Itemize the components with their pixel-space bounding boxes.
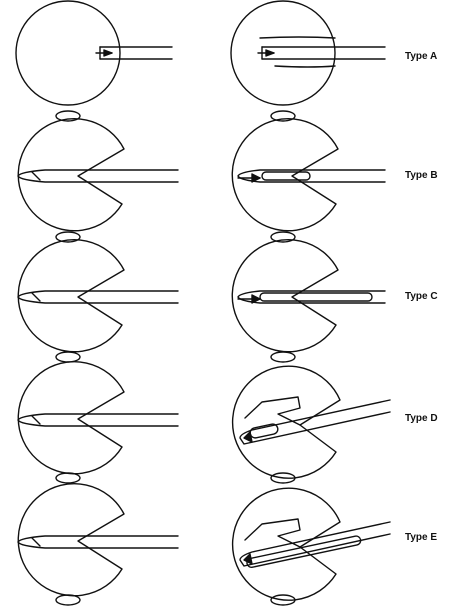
needle bbox=[17, 413, 179, 427]
eye-lens bbox=[270, 110, 296, 122]
dissection-plane bbox=[259, 36, 336, 39]
row-a-right-eye bbox=[230, 0, 386, 122]
eye-lens bbox=[270, 472, 296, 484]
type-b-label: Type B bbox=[405, 170, 438, 181]
row-e-left-eye bbox=[17, 483, 179, 606]
eye-lens bbox=[55, 594, 81, 606]
row-c-left-eye bbox=[17, 239, 179, 363]
needle bbox=[239, 521, 391, 569]
eye-lens bbox=[55, 472, 81, 484]
needle bbox=[17, 169, 179, 183]
eye-globe bbox=[231, 118, 339, 232]
eye-lens bbox=[270, 231, 296, 243]
eye-lens bbox=[270, 594, 296, 606]
eye-globe bbox=[231, 365, 341, 479]
eye-globe bbox=[17, 483, 125, 597]
eye-globe bbox=[231, 239, 339, 353]
row-a-left-eye bbox=[15, 0, 173, 122]
row-b-left-eye bbox=[17, 118, 179, 243]
needle bbox=[17, 535, 179, 549]
needle bbox=[237, 169, 386, 183]
eye-globe bbox=[17, 239, 125, 353]
eye-lens bbox=[55, 351, 81, 363]
type-c-label: Type C bbox=[405, 291, 438, 302]
needle bbox=[237, 290, 386, 304]
eye-lens bbox=[270, 351, 296, 363]
needle bbox=[95, 46, 173, 60]
type-d-label: Type D bbox=[405, 413, 438, 424]
eye-globe bbox=[15, 0, 121, 106]
row-e-right-eye bbox=[231, 487, 391, 606]
row-d-left-eye bbox=[17, 361, 179, 484]
row-c-right-eye bbox=[231, 239, 386, 363]
type-a-label: Type A bbox=[405, 51, 438, 62]
needle bbox=[239, 399, 391, 445]
row-b-right-eye bbox=[231, 118, 386, 243]
eye-globe bbox=[17, 118, 125, 232]
needle bbox=[257, 46, 386, 60]
needle bbox=[17, 290, 179, 304]
eye-globe bbox=[230, 0, 336, 106]
eye-lens bbox=[55, 231, 81, 243]
type-e-label: Type E bbox=[405, 532, 438, 543]
eye-lens bbox=[55, 110, 81, 122]
dissection-plane bbox=[274, 65, 336, 68]
dissection-flap bbox=[244, 518, 301, 548]
eye-globe bbox=[231, 487, 341, 601]
dissection-flap bbox=[244, 396, 301, 426]
eye-globe bbox=[17, 361, 125, 475]
row-d-right-eye bbox=[231, 365, 391, 484]
